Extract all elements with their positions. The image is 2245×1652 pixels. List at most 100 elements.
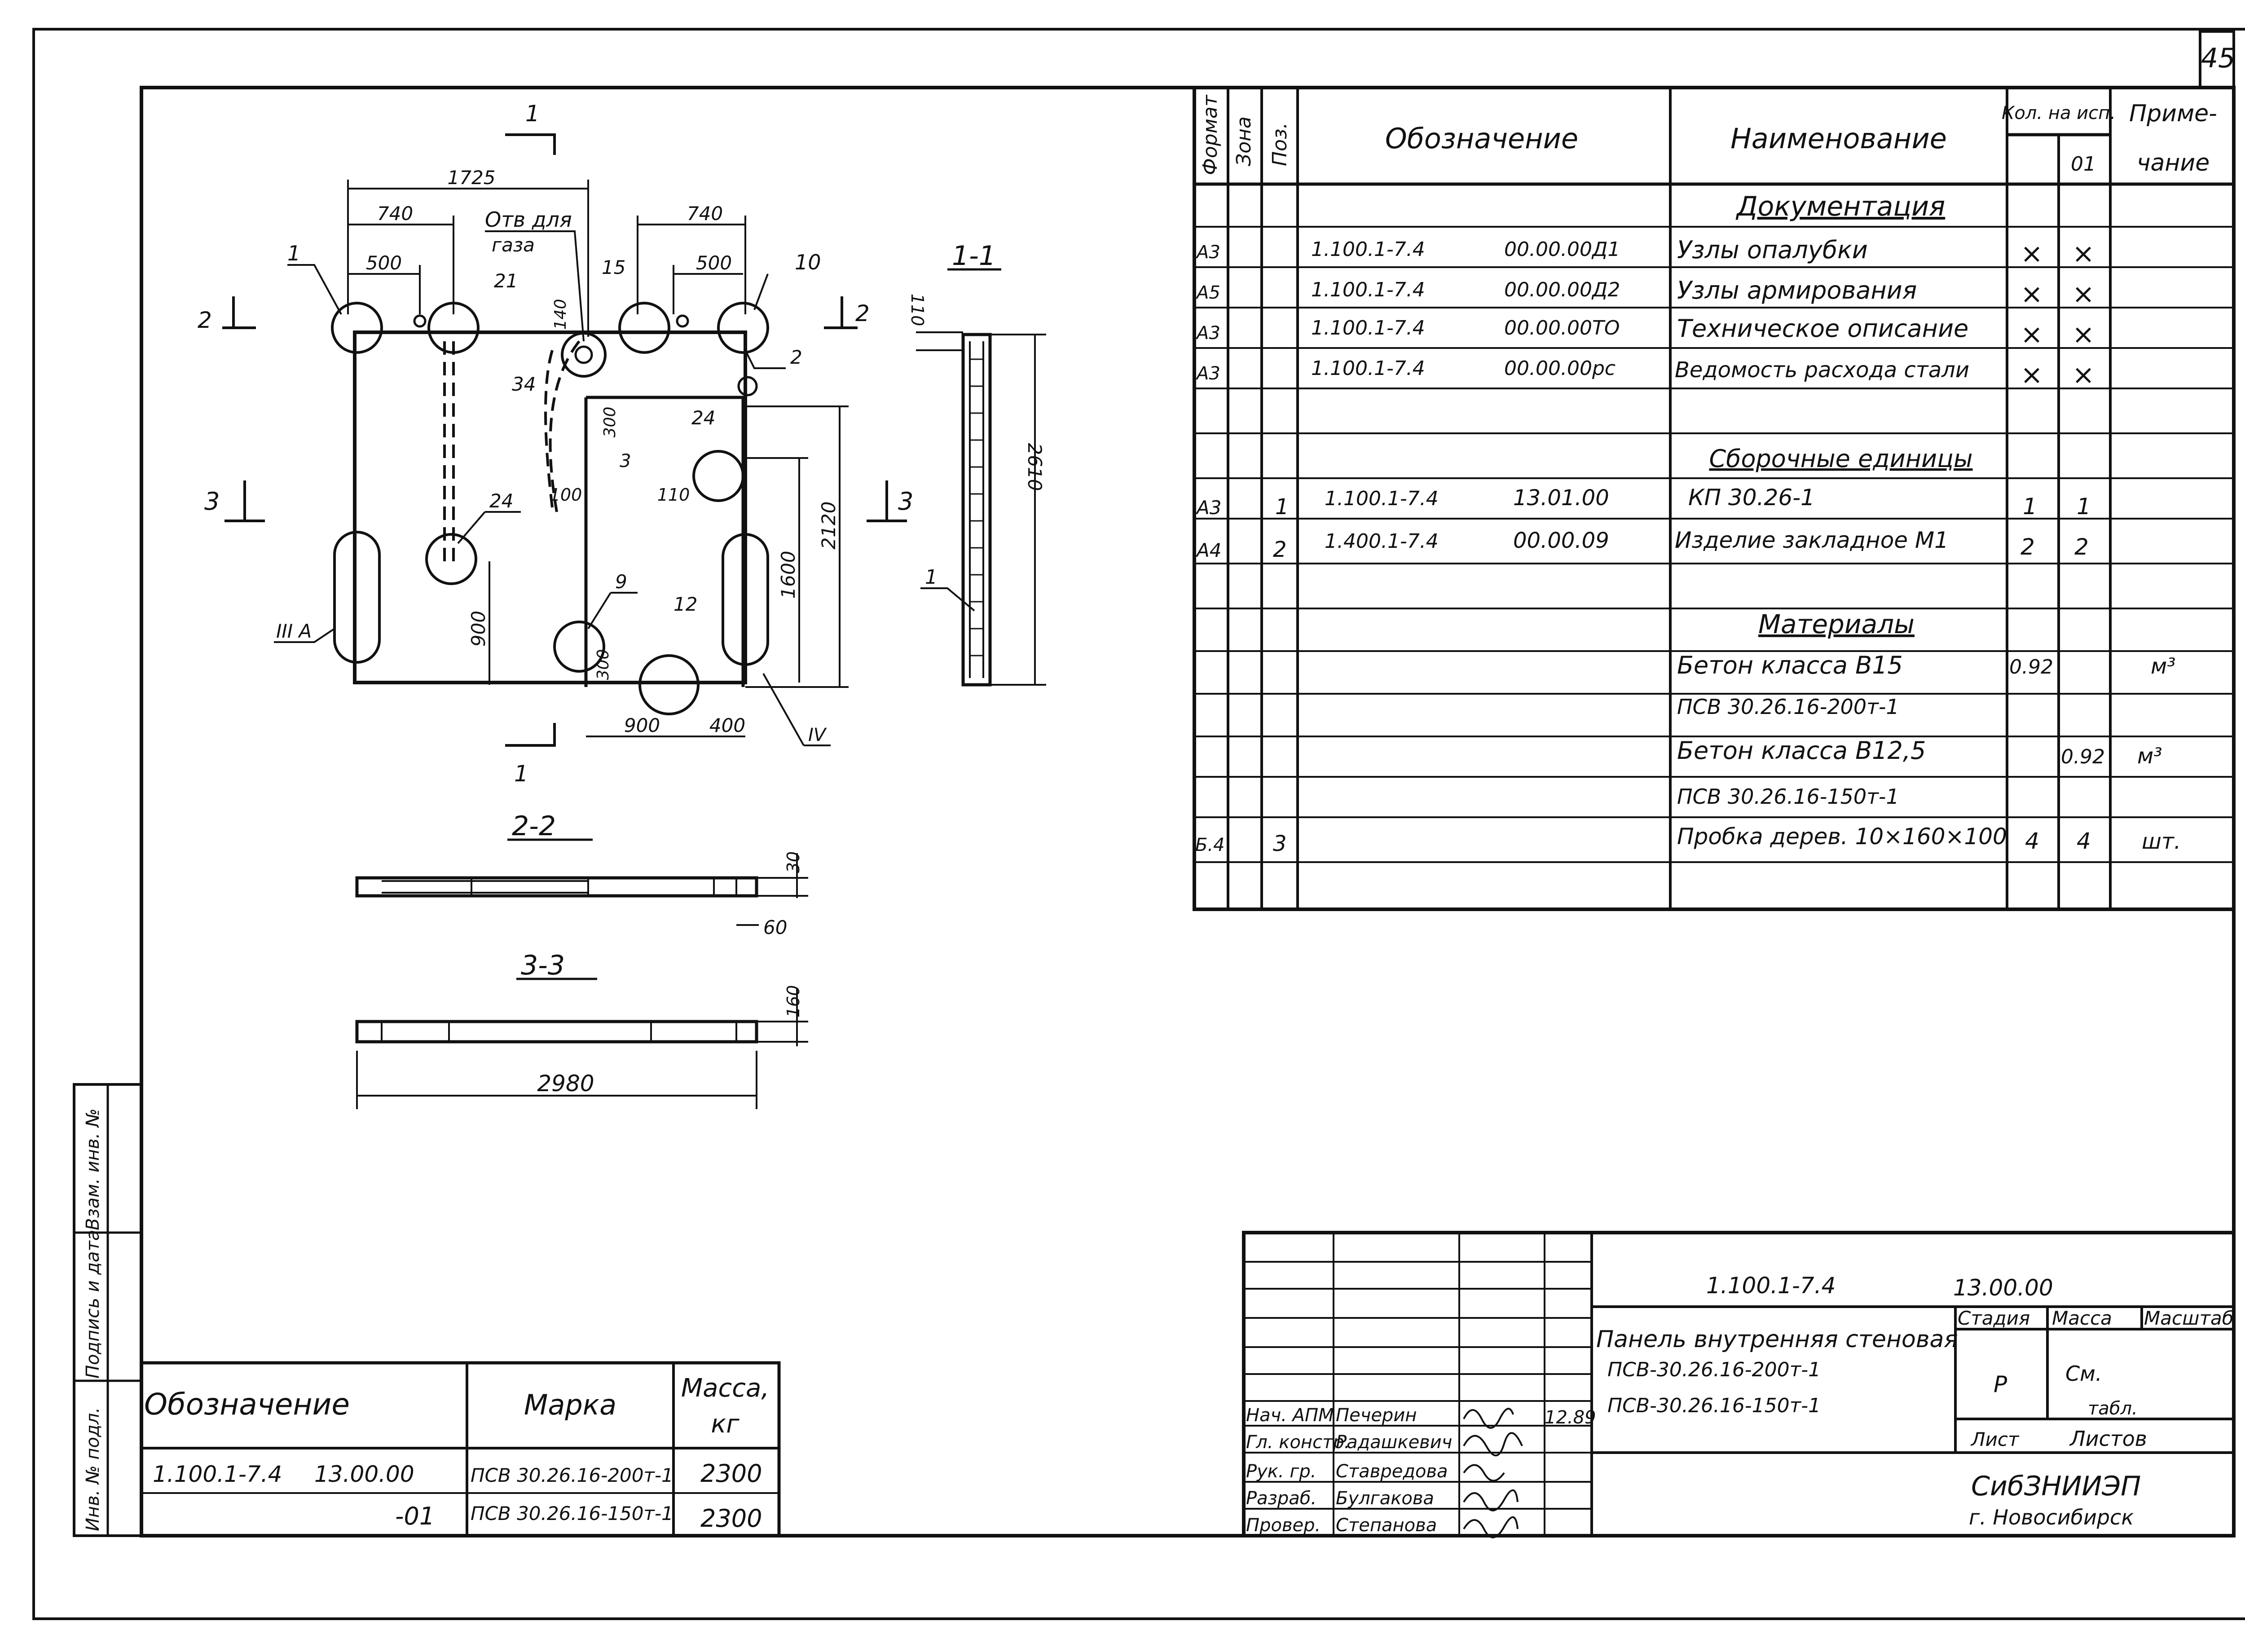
marks-header-mass: Масса, — [681, 1374, 769, 1403]
spec-header-qty-col: 01 — [2071, 153, 2096, 176]
spec-material-rows: Бетон класса В15 0.92 м³ ПСВ 30.26.16-20… — [1195, 651, 2181, 856]
svg-text:1: 1 — [525, 101, 540, 127]
loop-1 — [331, 302, 383, 354]
svg-text:ПСВ 30.26.16-200т-1: ПСВ 30.26.16-200т-1 — [471, 1464, 674, 1486]
svg-text:1725: 1725 — [448, 167, 496, 189]
svg-text:Рук. гр.: Рук. гр. — [1246, 1461, 1316, 1482]
svg-text:×: × — [2072, 238, 2095, 269]
spec-doc-rows: А3 1.100.1-7.4 00.00.00Д1 Узлы опалубки … — [1195, 236, 2095, 391]
svg-text:×: × — [2072, 359, 2095, 391]
svg-text:2: 2 — [2074, 534, 2089, 560]
svg-text:1.100.1-7.4: 1.100.1-7.4 — [1311, 317, 1425, 339]
svg-text:×: × — [2072, 278, 2095, 310]
gas-hole-note: Отв для — [485, 207, 572, 232]
svg-text:9: 9 — [615, 571, 627, 593]
svg-text:34: 34 — [512, 373, 536, 395]
svg-text:См.: См. — [2065, 1361, 2102, 1386]
svg-text:13.00.00: 13.00.00 — [314, 1461, 414, 1487]
spec-section-docs: Документация — [1735, 191, 1945, 222]
svg-text:×: × — [2020, 319, 2043, 350]
svg-text:1.100.1-7.4: 1.100.1-7.4 — [1311, 278, 1425, 301]
svg-text:А3: А3 — [1195, 497, 1221, 519]
svg-text:2300: 2300 — [700, 1459, 762, 1488]
loop-15 — [618, 302, 670, 354]
svg-text:Узлы опалубки: Узлы опалубки — [1677, 236, 1868, 264]
node-iv — [722, 533, 769, 666]
marks-header-designation: Обозначение — [144, 1387, 350, 1422]
svg-text:30: 30 — [784, 851, 803, 873]
svg-text:0.92: 0.92 — [2009, 656, 2053, 678]
section-1-1: 1-1 2610 110 1 — [907, 240, 1046, 687]
svg-text:140: 140 — [551, 299, 570, 330]
svg-text:3: 3 — [204, 487, 220, 515]
insert-24b — [425, 533, 477, 585]
svg-text:00.00.09: 00.00.09 — [1513, 528, 1609, 553]
plan-view: 1725 740 500 740 500 2120 1600 900 300 1… — [198, 101, 913, 787]
svg-text:Пробка дерев. 10×160×100: Пробка дерев. 10×160×100 — [1677, 824, 2007, 850]
svg-text:Разраб.: Разраб. — [1246, 1488, 1316, 1509]
spec-header-designation: Обозначение — [1385, 122, 1578, 155]
spec-table — [1193, 86, 2236, 911]
svg-text:Булгакова: Булгакова — [1336, 1488, 1434, 1509]
svg-text:3: 3 — [1273, 831, 1287, 856]
svg-text:1.400.1-7.4: 1.400.1-7.4 — [1325, 530, 1439, 553]
svg-text:4: 4 — [2077, 828, 2091, 854]
svg-text:400: 400 — [709, 714, 745, 736]
svg-text:1: 1 — [2077, 493, 2091, 520]
svg-text:Взам. инв. №: Взам. инв. № — [83, 1108, 103, 1230]
svg-text:12: 12 — [674, 593, 697, 615]
insert-12 — [638, 654, 700, 715]
svg-text:Масштаб: Масштаб — [2144, 1307, 2234, 1329]
svg-text:2: 2 — [790, 346, 802, 368]
svg-text:21: 21 — [494, 270, 518, 292]
svg-text:-01: -01 — [395, 1502, 435, 1530]
svg-text:ПСВ 30.26.16-200т-1: ПСВ 30.26.16-200т-1 — [1677, 695, 1899, 719]
svg-text:×: × — [2020, 359, 2043, 391]
svg-text:Лист: Лист — [1970, 1428, 2020, 1450]
title-num: 13.00.00 — [1953, 1275, 2053, 1301]
svg-text:Подпись и дата: Подпись и дата — [83, 1230, 103, 1379]
svg-text:ПСВ 30.26.16-150т-1: ПСВ 30.26.16-150т-1 — [471, 1502, 674, 1524]
spec-section-materials: Материалы — [1758, 609, 1915, 639]
svg-text:160: 160 — [784, 985, 803, 1018]
svg-text:13.01.00: 13.01.00 — [1513, 485, 1609, 511]
city: г. Новосибирск — [1969, 1505, 2134, 1529]
svg-text:00.00.00Д2: 00.00.00Д2 — [1504, 278, 1620, 301]
svg-text:×: × — [2020, 278, 2043, 310]
svg-text:15: 15 — [602, 256, 625, 278]
svg-text:кг: кг — [711, 1410, 740, 1439]
svg-text:1.100.1-7.4: 1.100.1-7.4 — [1325, 487, 1439, 510]
spec-header-zone: Зона — [1233, 116, 1255, 166]
svg-text:А3: А3 — [1195, 242, 1220, 263]
svg-text:2980: 2980 — [537, 1070, 594, 1097]
svg-text:Ведомость расхода стали: Ведомость расхода стали — [1675, 357, 1969, 383]
svg-text:Печерин: Печерин — [1336, 1405, 1417, 1426]
svg-text:2610: 2610 — [1024, 443, 1046, 491]
svg-text:1.100.1-7.4: 1.100.1-7.4 — [153, 1461, 282, 1487]
svg-text:Б.4: Б.4 — [1195, 835, 1225, 855]
section-3-3: 3-3 160 2980 — [355, 950, 808, 1109]
section-title-2-2: 2-2 — [512, 811, 556, 842]
svg-text:500: 500 — [696, 252, 732, 274]
spec-header-format: Формат — [1199, 94, 1222, 175]
svg-text:300: 300 — [601, 407, 619, 438]
svg-text:Техническое описание: Техническое описание — [1677, 314, 1968, 343]
title-block — [1242, 1231, 2236, 1537]
svg-text:24: 24 — [691, 407, 715, 429]
svg-text:24: 24 — [489, 490, 513, 512]
svg-text:00.00.00Д1: 00.00.00Д1 — [1504, 238, 1620, 261]
svg-text:500: 500 — [366, 252, 402, 274]
svg-text:2300: 2300 — [700, 1504, 762, 1533]
svg-text:110: 110 — [657, 485, 690, 505]
svg-text:12.89: 12.89 — [1545, 1407, 1596, 1428]
svg-text:ПСВ-30.26.16-200т-1: ПСВ-30.26.16-200т-1 — [1607, 1358, 1821, 1381]
svg-text:900: 900 — [624, 714, 660, 736]
svg-text:110: 110 — [907, 294, 927, 326]
svg-text:300: 300 — [594, 649, 612, 680]
svg-text:табл.: табл. — [2088, 1398, 2138, 1419]
svg-text:1: 1 — [2023, 493, 2037, 520]
svg-text:2120: 2120 — [818, 502, 840, 550]
organization: СибЗНИИЭП — [1971, 1471, 2141, 1502]
svg-text:чание: чание — [2137, 150, 2210, 176]
